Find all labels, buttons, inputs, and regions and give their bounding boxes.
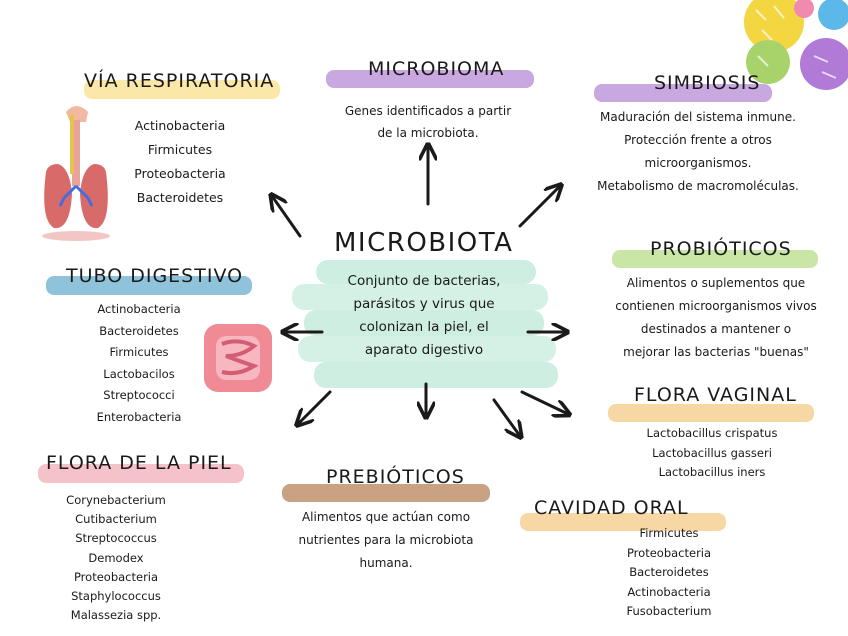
center-line: parásitos y virus que: [306, 293, 542, 316]
probioticos-description: Alimentos o suplementos que contienen mi…: [594, 272, 838, 364]
center-line: Conjunto de bacterias,: [306, 270, 542, 293]
center-line: colonizan la piel, el: [306, 316, 542, 339]
list-item: Staphylococcus: [46, 587, 186, 606]
list-item: Firmicutes: [110, 138, 250, 162]
list-item: Bacteroidetes: [110, 186, 250, 210]
list-item: Actinobacteria: [110, 114, 250, 138]
flora-vaginal-list: Lactobacillus crispatus Lactobacillus ga…: [618, 424, 806, 483]
list-item: Lactobacillus iners: [618, 463, 806, 483]
arrow-to-flora-piel: [298, 392, 330, 424]
center-title: MICROBIOTA: [334, 228, 513, 258]
simbiosis-line: Metabolismo de macromoléculas.: [574, 175, 822, 198]
list-item: Proteobacteria: [110, 162, 250, 186]
list-item: Actinobacteria: [74, 299, 204, 321]
list-item: Proteobacteria: [46, 568, 186, 587]
microbioma-line: de la microbiota.: [316, 122, 540, 144]
prebioticos-line: Alimentos que actúan como: [272, 506, 500, 529]
list-item: Enterobacteria: [74, 407, 204, 429]
simbiosis-line: Protección frente a otros: [574, 129, 822, 152]
arrow-to-via-respiratoria: [272, 196, 300, 236]
microbioma-title: MICROBIOMA: [368, 58, 504, 80]
probioticos-line: Alimentos o suplementos que: [594, 272, 838, 295]
via-respiratoria-list: Actinobacteria Firmicutes Proteobacteria…: [110, 114, 250, 210]
flora-vaginal-title: FLORA VAGINAL: [634, 384, 797, 406]
tubo-digestivo-list: Actinobacteria Bacteroidetes Firmicutes …: [74, 299, 204, 428]
list-item: Bacteroidetes: [594, 563, 744, 583]
prebioticos-line: humana.: [272, 552, 500, 575]
arrow-to-simbiosis: [520, 186, 560, 226]
probioticos-line: contienen microorganismos vivos: [594, 295, 838, 318]
tubo-digestivo-title: TUBO DIGESTIVO: [66, 265, 243, 287]
list-item: Demodex: [46, 549, 186, 568]
simbiosis-line: Maduración del sistema inmune.: [574, 106, 822, 129]
microbioma-description: Genes identificados a partir de la micro…: [316, 100, 540, 144]
list-item: Firmicutes: [74, 342, 204, 364]
prebioticos-line: nutrientes para la microbiota: [272, 529, 500, 552]
cavidad-oral-title: CAVIDAD ORAL: [534, 497, 689, 519]
arrow-to-flora-vaginal: [522, 392, 568, 414]
list-item: Streptococcus: [46, 529, 186, 548]
center-line: aparato digestivo: [306, 339, 542, 362]
list-item: Firmicutes: [594, 524, 744, 544]
flora-piel-list: Corynebacterium Cutibacterium Streptococ…: [46, 491, 186, 625]
arrow-to-cavidad-oral: [494, 400, 520, 436]
simbiosis-description: Maduración del sistema inmune. Protecció…: [574, 106, 822, 198]
list-item: Cutibacterium: [46, 510, 186, 529]
probioticos-line: destinados a mantener o: [594, 318, 838, 341]
list-item: Malassezia spp.: [46, 606, 186, 625]
list-item: Lactobacilos: [74, 364, 204, 386]
flora-piel-title: FLORA DE LA PIEL: [46, 452, 232, 474]
microbioma-line: Genes identificados a partir: [316, 100, 540, 122]
via-respiratoria-title: VÍA RESPIRATORIA: [84, 70, 274, 92]
list-item: Streptococci: [74, 385, 204, 407]
probioticos-line: mejorar las bacterias "buenas": [594, 341, 838, 364]
list-item: Lactobacillus crispatus: [618, 424, 806, 444]
prebioticos-description: Alimentos que actúan como nutrientes par…: [272, 506, 500, 575]
prebioticos-title: PREBIÓTICOS: [326, 466, 465, 488]
simbiosis-title: SIMBIOSIS: [654, 72, 760, 94]
list-item: Proteobacteria: [594, 544, 744, 564]
list-item: Bacteroidetes: [74, 321, 204, 343]
probioticos-title: PROBIÓTICOS: [650, 238, 792, 260]
cavidad-oral-list: Firmicutes Proteobacteria Bacteroidetes …: [594, 524, 744, 622]
list-item: Lactobacillus gasseri: [618, 444, 806, 464]
simbiosis-line: microorganismos.: [574, 152, 822, 175]
list-item: Corynebacterium: [46, 491, 186, 510]
center-description: Conjunto de bacterias, parásitos y virus…: [306, 270, 542, 362]
list-item: Actinobacteria: [594, 583, 744, 603]
list-item: Fusobacterium: [594, 602, 744, 622]
